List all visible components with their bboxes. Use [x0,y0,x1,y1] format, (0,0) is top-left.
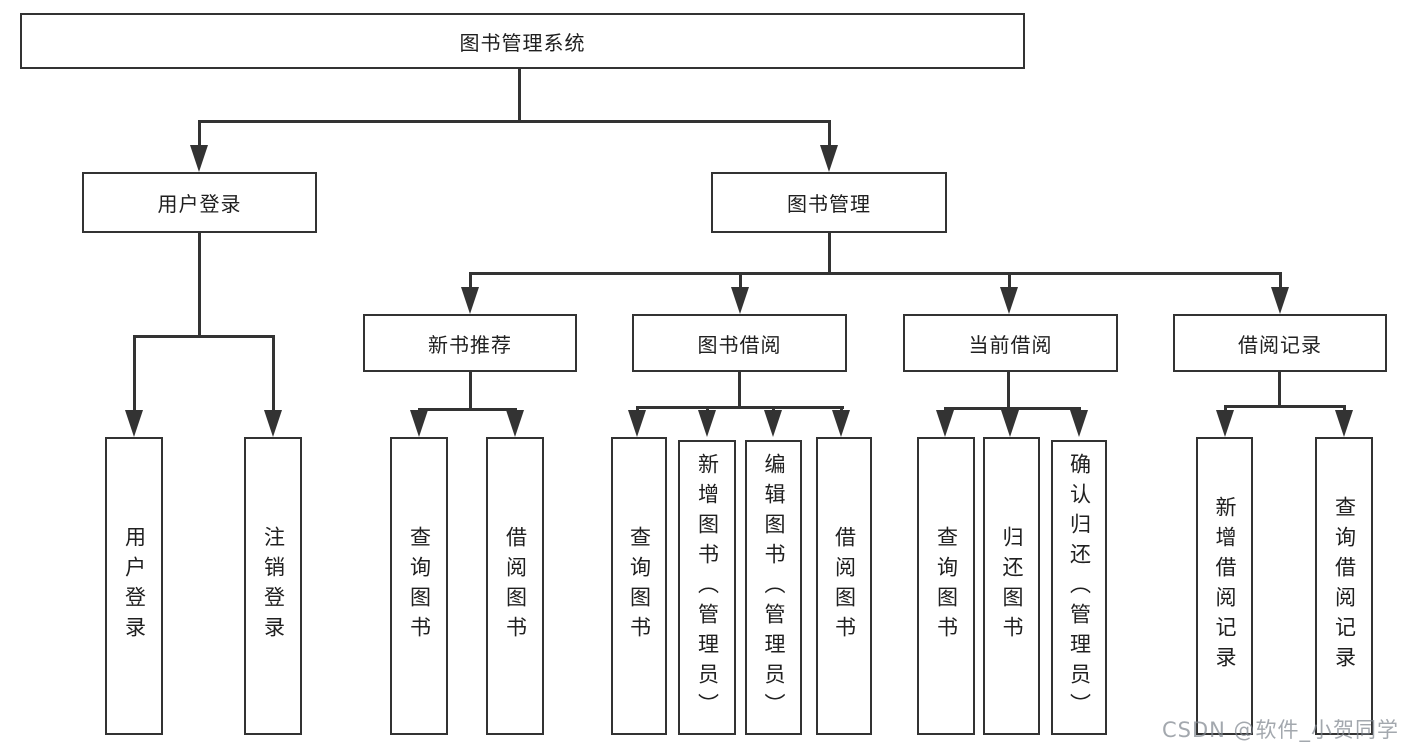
node-book-management-label: 图书管理 [787,192,871,216]
arrow-down-icon [1000,287,1018,314]
leaf-query-borrow-record: 查询借阅记录 [1315,437,1373,735]
arrow-down-icon [1001,410,1019,437]
connector-stem [272,335,275,412]
arrow-down-icon [698,410,716,437]
node-new-book-recommend-label: 新书推荐 [428,332,512,357]
connector-stem [944,407,947,412]
node-root-label: 图书管理系统 [459,30,586,55]
connector-stem [828,120,831,147]
leaf-borrow-books-recommend: 借阅图书 [486,437,544,735]
arrow-down-icon [410,410,428,437]
connector-bookmgmt-hline [469,272,1282,275]
arrow-down-icon [125,410,143,437]
connector-stem [840,406,843,412]
connector-root-vline [518,68,521,120]
connector-current-hline [944,407,1081,410]
connector-stem [636,406,639,412]
connector-stem [1009,407,1012,412]
connector-stem [772,406,775,412]
connector-stem [1279,272,1282,289]
watermark: CSDN @软件_小贺同学 [1162,718,1400,742]
connector-root-hline [198,120,830,123]
leaf-query-books-borrowing: 查询图书 [611,437,667,735]
arrow-down-icon [190,145,208,172]
connector-stem [1078,407,1081,412]
connector-stem [1008,272,1011,289]
leaf-query-borrow-record-label: 查询借阅记录 [1332,496,1357,676]
connector-records-vline [1278,371,1281,406]
leaf-add-book-admin: 新增图书（管理员） [678,440,736,735]
arrow-down-icon [264,410,282,437]
leaf-query-books-recommend: 查询图书 [390,437,448,735]
leaf-query-books-recommend-label: 查询图书 [407,526,432,646]
leaf-confirm-return-admin: 确认归还（管理员） [1051,440,1107,735]
arrow-down-icon [628,410,646,437]
leaf-return-books: 归还图书 [983,437,1040,735]
node-current-borrowing-label: 当前借阅 [968,332,1053,357]
connector-userlogin-hline [133,335,275,338]
arrow-down-icon [1216,410,1234,437]
arrow-down-icon [731,287,749,314]
leaf-logout: 注销登录 [244,437,302,735]
connector-stem [469,272,472,289]
arrow-down-icon [764,410,782,437]
connector-borrowing-vline [738,371,741,407]
arrow-down-icon [1335,410,1353,437]
arrow-down-icon [832,410,850,437]
leaf-query-books-current-label: 查询图书 [934,526,959,646]
node-borrowing-records: 借阅记录 [1173,314,1387,372]
connector-stem [133,335,136,412]
connector-stem [706,406,709,412]
leaf-return-books-label: 归还图书 [1000,526,1024,646]
leaf-borrow-books-borrowing: 借阅图书 [816,437,872,735]
node-new-book-recommend: 新书推荐 [363,314,577,372]
arrow-down-icon [820,145,838,172]
connector-stem [198,120,201,147]
connector-bookmgmt-vline [828,232,831,273]
node-user-login: 用户登录 [82,172,317,233]
leaf-borrow-books-recommend-label: 借阅图书 [503,526,528,646]
arrow-down-icon [461,287,479,314]
connector-userlogin-vline [198,232,201,336]
leaf-add-borrow-record-label: 新增借阅记录 [1213,496,1237,676]
leaf-query-books-borrowing-label: 查询图书 [627,526,652,646]
leaf-confirm-return-admin-label: 确认归还（管理员） [1067,452,1092,723]
arrow-down-icon [1271,287,1289,314]
leaf-borrow-books-borrowing-label: 借阅图书 [832,526,857,646]
leaf-logout-label: 注销登录 [261,526,286,646]
connector-stem [1343,405,1346,412]
connector-newbook-vline [469,371,472,409]
leaf-user-login: 用户登录 [105,437,163,735]
connector-stem [739,272,742,289]
leaf-user-login-label: 用户登录 [122,526,147,646]
leaf-edit-book-admin-label: 编辑图书（管理员） [762,452,786,723]
arrow-down-icon [506,410,524,437]
leaf-edit-book-admin: 编辑图书（管理员） [745,440,802,735]
leaf-query-books-current: 查询图书 [917,437,975,735]
arrow-down-icon [1070,410,1088,437]
node-book-borrowing: 图书借阅 [632,314,847,372]
node-current-borrowing: 当前借阅 [903,314,1118,372]
node-book-borrowing-label: 图书借阅 [697,332,782,357]
node-borrowing-records-label: 借阅记录 [1238,332,1322,357]
connector-borrowing-hline [636,406,844,409]
node-root: 图书管理系统 [20,13,1025,69]
connector-newbook-hline [418,408,517,411]
connector-current-vline [1007,371,1010,408]
node-book-management: 图书管理 [711,172,947,233]
connector-records-hline [1224,405,1346,408]
arrow-down-icon [936,410,954,437]
node-user-login-label: 用户登录 [157,192,242,216]
leaf-add-borrow-record: 新增借阅记录 [1196,437,1253,735]
leaf-add-book-admin-label: 新增图书（管理员） [695,452,720,723]
connector-stem [1224,405,1227,412]
